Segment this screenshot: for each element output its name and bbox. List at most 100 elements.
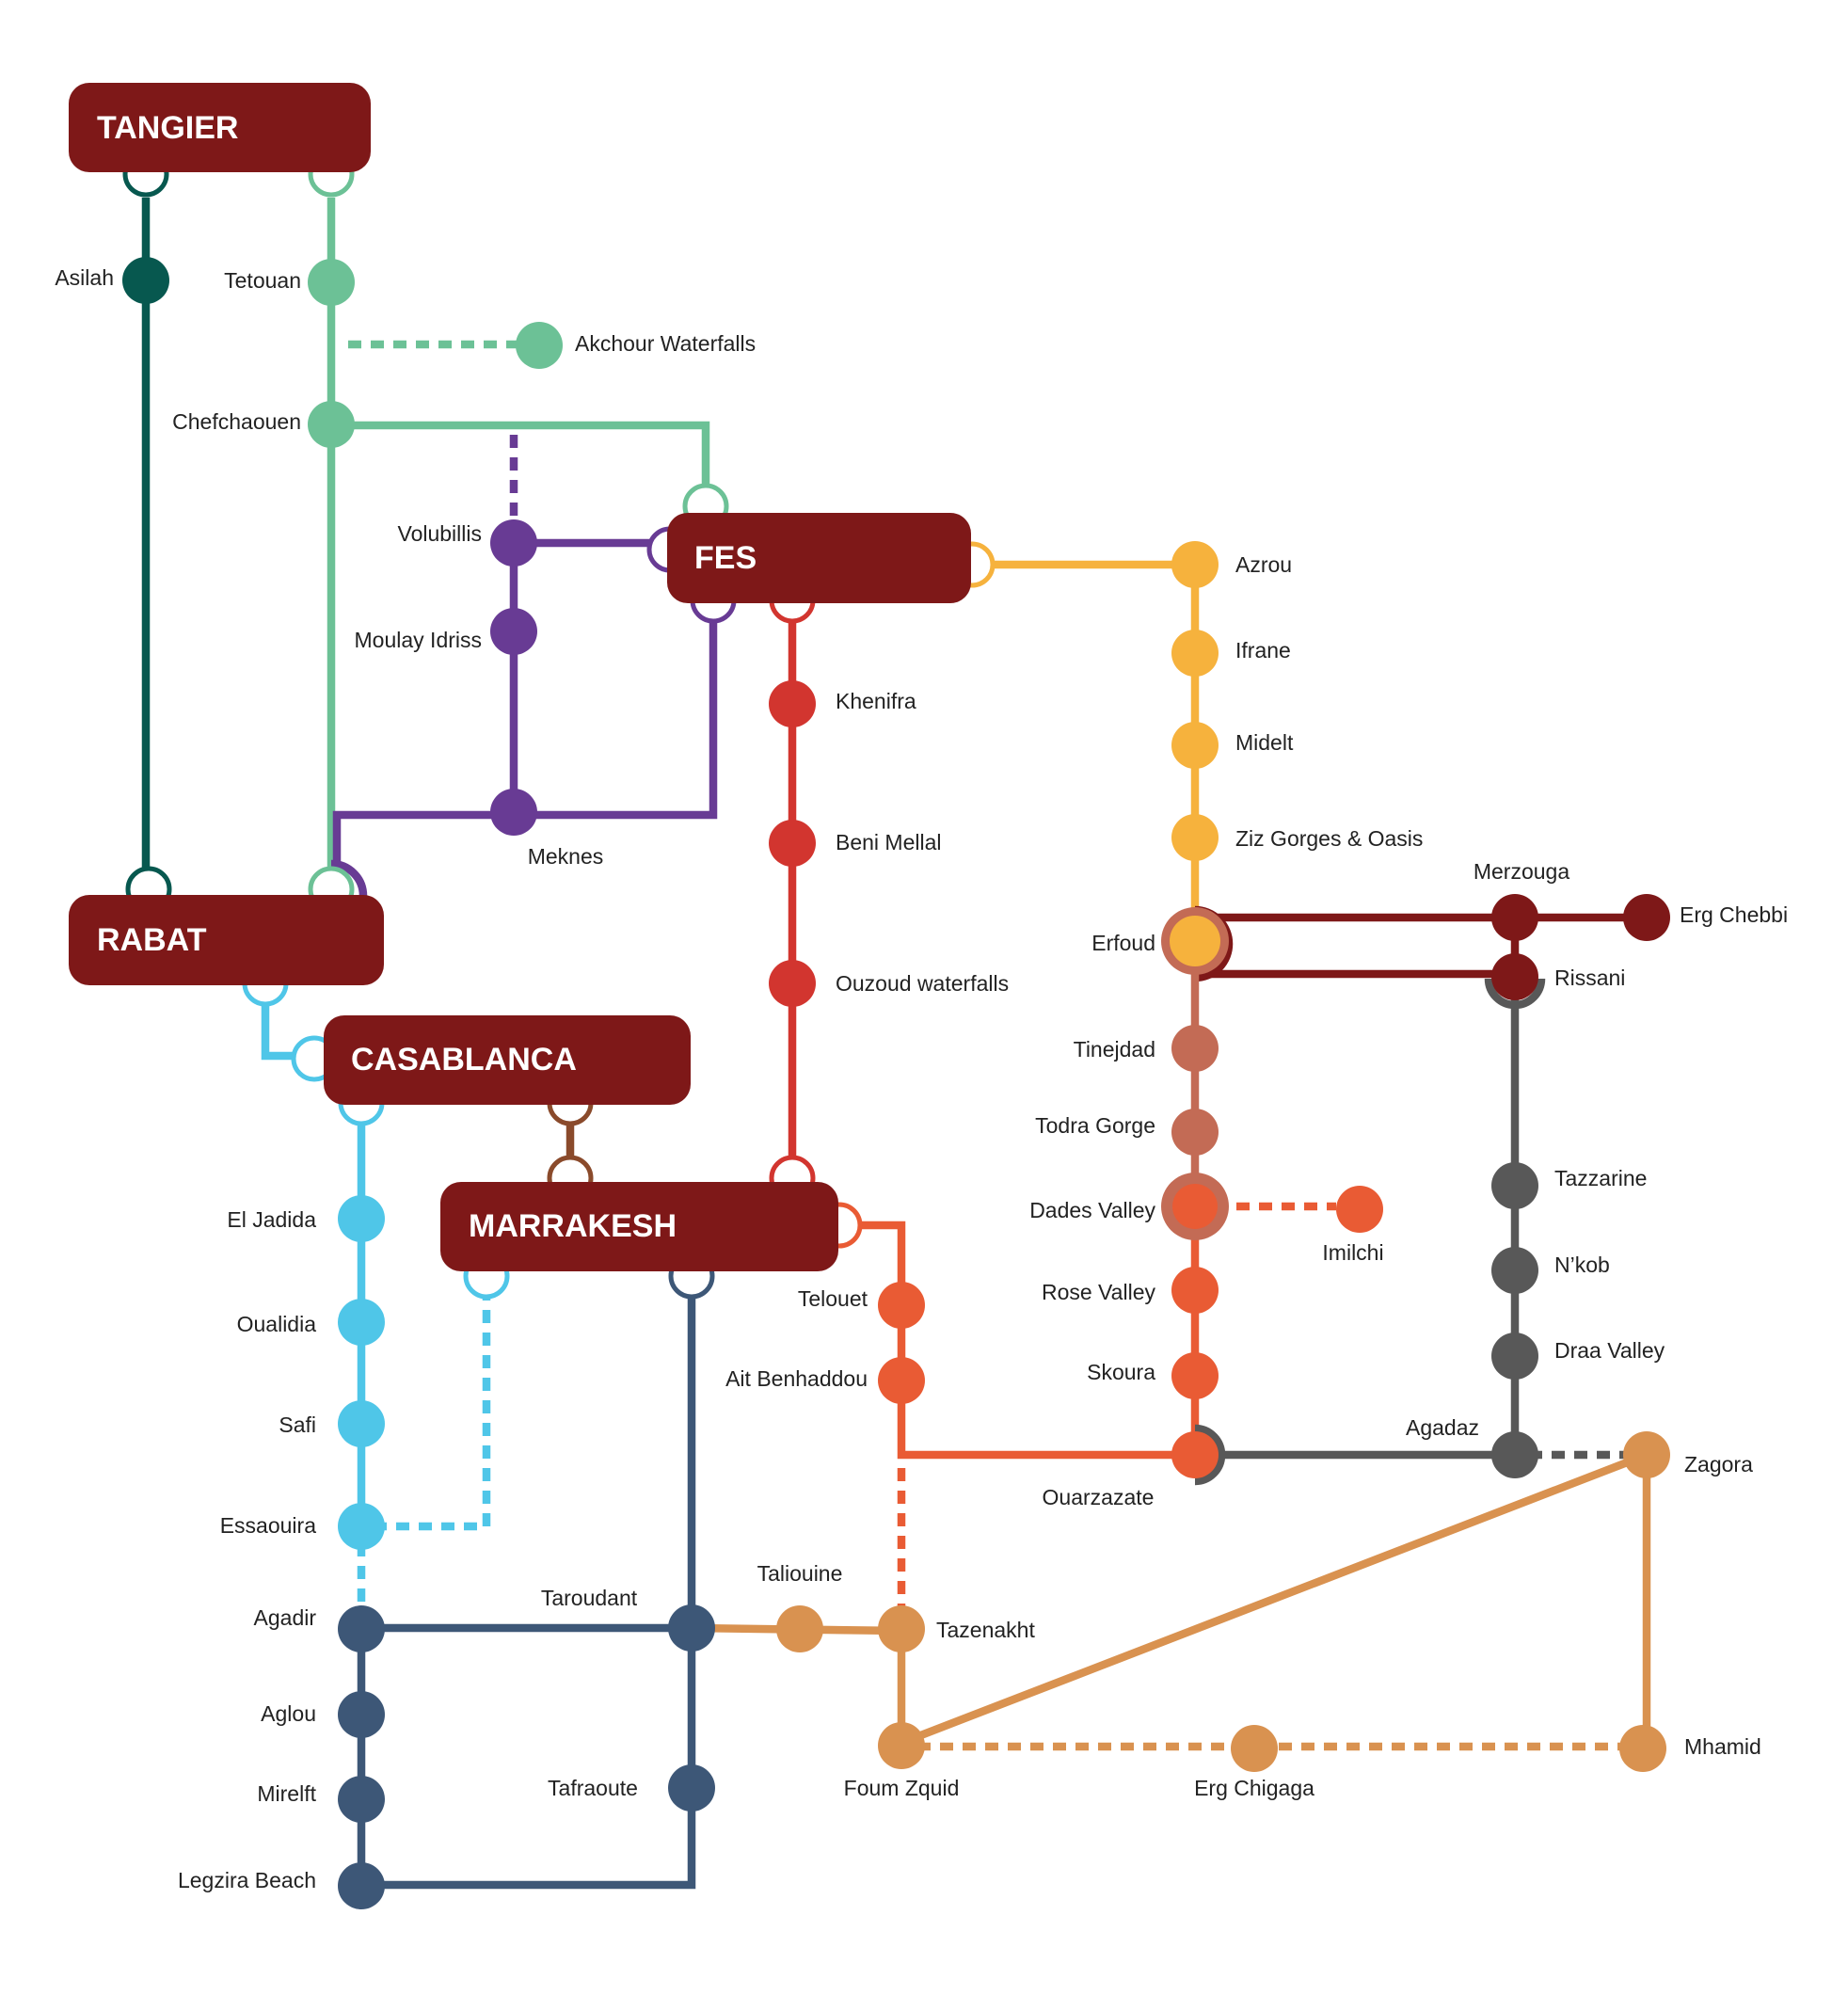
stop-dot-imilchi[interactable] xyxy=(1336,1186,1383,1233)
stop-label-rose-valley: Rose Valley xyxy=(1042,1280,1156,1304)
stop-dot-legzira[interactable] xyxy=(338,1862,385,1909)
stop-label-asilah: Asilah xyxy=(55,265,114,290)
hub-fes-label: FES xyxy=(694,540,757,576)
hub-connectors xyxy=(122,151,996,1300)
stop-dot-tetouan[interactable] xyxy=(308,259,355,306)
stop-label-mirelft: Mirelft xyxy=(257,1781,316,1806)
stop-dot-zagora[interactable] xyxy=(1623,1431,1670,1478)
stop-dot-tafraoute[interactable] xyxy=(668,1764,715,1811)
stop-label-tinejdad: Tinejdad xyxy=(1074,1037,1155,1061)
stop-label-dades: Dades Valley xyxy=(1029,1198,1155,1222)
stop-dot-tazzarine[interactable] xyxy=(1491,1162,1538,1209)
stop-label-moulay-idriss: Moulay Idriss xyxy=(355,628,482,652)
stop-dot-akchour[interactable] xyxy=(516,322,563,369)
stop-dot-midelt[interactable] xyxy=(1171,722,1219,769)
stop-dot-ouzoud[interactable] xyxy=(769,960,816,1007)
stop-dot-merzouga[interactable] xyxy=(1491,894,1538,941)
stop-dot-draa[interactable] xyxy=(1491,1333,1538,1380)
stop-dot-khenifra[interactable] xyxy=(769,680,816,727)
stop-dot-ziz[interactable] xyxy=(1171,814,1219,861)
stop-label-beni-mellal: Beni Mellal xyxy=(836,830,942,854)
stop-dot-ouarzazate[interactable] xyxy=(1171,1431,1219,1478)
hub-tangier-label: TANGIER xyxy=(97,110,238,146)
stop-dot-foum-zquid[interactable] xyxy=(878,1722,925,1769)
hub-tangier-box xyxy=(69,83,371,172)
stop-dot-oualidia[interactable] xyxy=(338,1299,385,1346)
stop-label-todra: Todra Gorge xyxy=(1035,1113,1155,1138)
hub-rabat-label: RABAT xyxy=(97,922,207,958)
stop-dot-volubillis[interactable] xyxy=(490,519,537,567)
hub-fes[interactable]: FES xyxy=(667,513,971,603)
stop-label-ifrane: Ifrane xyxy=(1235,638,1291,662)
stop-dot-rissani[interactable] xyxy=(1491,953,1538,1000)
stop-dot-skoura[interactable] xyxy=(1171,1352,1219,1399)
stop-label-ouarzazate: Ouarzazate xyxy=(1043,1485,1155,1509)
stop-dot-chefchaouen[interactable] xyxy=(308,401,355,448)
stop-label-ziz: Ziz Gorges & Oasis xyxy=(1235,826,1423,851)
stop-label-ait-benhaddou: Ait Benhaddou xyxy=(725,1366,868,1391)
stop-dot-dades[interactable] xyxy=(1172,1184,1218,1229)
line-meknes-rabat-arc xyxy=(330,859,368,897)
stop-label-tafraoute: Tafraoute xyxy=(548,1776,638,1800)
stop-dot-tazenakht[interactable] xyxy=(878,1605,925,1652)
hub-boxes: TANGIER FES RABAT CASABLANCA MARRAKESH xyxy=(69,83,971,1271)
stop-label-agadir: Agadir xyxy=(254,1605,317,1630)
stop-dot-mhamid[interactable] xyxy=(1619,1725,1666,1772)
hub-rabat[interactable]: RABAT xyxy=(69,895,384,985)
stop-dot-agadir[interactable] xyxy=(338,1605,385,1652)
stop-dot-erg-chebbi[interactable] xyxy=(1623,894,1670,941)
stop-dot-ait-benhaddou[interactable] xyxy=(878,1357,925,1404)
stop-dot-rose-valley[interactable] xyxy=(1171,1267,1219,1314)
stop-dot-essaouira[interactable] xyxy=(338,1503,385,1550)
stop-dot-tinejdad[interactable] xyxy=(1171,1025,1219,1072)
stop-label-essaouira: Essaouira xyxy=(220,1513,316,1538)
stop-dot-erg-chigaga[interactable] xyxy=(1231,1725,1278,1772)
stop-label-chefchaouen: Chefchaouen xyxy=(172,409,301,434)
stop-label-zagora: Zagora xyxy=(1684,1452,1753,1476)
line-chefchaouen-fes xyxy=(331,421,710,489)
stop-label-tetouan: Tetouan xyxy=(224,268,301,293)
stop-label-draa: Draa Valley xyxy=(1554,1338,1665,1363)
stop-label-nkob: N’kob xyxy=(1554,1253,1610,1277)
stop-dot-aglou[interactable] xyxy=(338,1691,385,1738)
stop-dot-agadaz[interactable] xyxy=(1491,1431,1538,1478)
line-marrakesh-tafraoute xyxy=(357,1287,696,1890)
hub-marrakesh-box xyxy=(440,1182,838,1271)
stop-dot-ifrane[interactable] xyxy=(1171,630,1219,677)
stop-label-el-jadida: El Jadida xyxy=(227,1207,316,1232)
stop-dot-beni-mellal[interactable] xyxy=(769,820,816,867)
stop-dot-telouet[interactable] xyxy=(878,1282,925,1329)
line-erfoud-rissani xyxy=(1195,918,1520,979)
hub-casablanca-label: CASABLANCA xyxy=(351,1042,577,1077)
stop-dot-mirelft[interactable] xyxy=(338,1776,385,1823)
hub-marrakesh[interactable]: MARRAKESH xyxy=(440,1182,838,1271)
stop-label-mhamid: Mhamid xyxy=(1684,1734,1761,1759)
hub-casablanca-box xyxy=(324,1015,691,1105)
stop-dot-moulay-idriss[interactable] xyxy=(490,608,537,655)
stop-label-volubillis: Volubillis xyxy=(398,521,483,546)
line-ouarzazate-arc xyxy=(1194,1424,1226,1486)
line-fes-meknes xyxy=(332,621,718,875)
line-fes-azrou xyxy=(979,560,1200,941)
stop-label-taliouine: Taliouine xyxy=(757,1561,843,1586)
stop-dot-safi[interactable] xyxy=(338,1400,385,1447)
stop-label-imilchi: Imilchi xyxy=(1322,1240,1383,1265)
hub-casablanca[interactable]: CASABLANCA xyxy=(324,1015,691,1105)
station-labels: Asilah Tetouan Akchour Waterfalls Chefch… xyxy=(55,265,1788,1892)
stop-dot-taroudant[interactable] xyxy=(668,1604,715,1652)
stop-dot-meknes[interactable] xyxy=(490,789,537,836)
hub-tangier[interactable]: TANGIER xyxy=(69,83,371,172)
stop-dot-todra[interactable] xyxy=(1171,1109,1219,1156)
stop-label-akchour: Akchour Waterfalls xyxy=(575,331,756,356)
hub-fes-box xyxy=(667,513,971,603)
stop-label-azrou: Azrou xyxy=(1235,552,1292,577)
stop-dot-nkob[interactable] xyxy=(1491,1247,1538,1294)
stop-label-merzouga: Merzouga xyxy=(1474,859,1569,884)
stop-dot-erfoud[interactable] xyxy=(1170,916,1220,966)
stop-dot-taliouine[interactable] xyxy=(776,1605,823,1652)
stop-label-taroudant: Taroudant xyxy=(541,1586,638,1610)
stop-dot-el-jadida[interactable] xyxy=(338,1195,385,1242)
stop-label-aglou: Aglou xyxy=(261,1701,316,1726)
stop-dot-asilah[interactable] xyxy=(122,257,169,304)
stop-dot-azrou[interactable] xyxy=(1171,541,1219,588)
